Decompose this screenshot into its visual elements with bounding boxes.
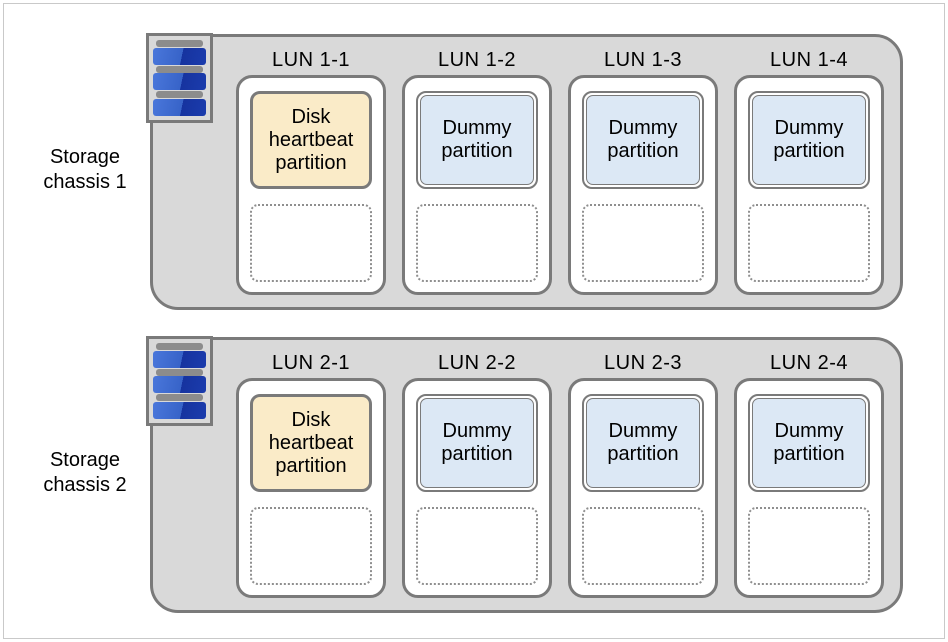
lun-1-2: LUN 1-2 Dummy partition bbox=[402, 49, 552, 295]
disk-tray-divider bbox=[156, 394, 203, 402]
dummy-partition: Dummy partition bbox=[582, 394, 704, 492]
lun-2-1: LUN 2-1 Disk heartbeat partition bbox=[236, 352, 386, 598]
partition-label: Dummy partition bbox=[420, 398, 534, 488]
disk-tray-divider bbox=[156, 40, 203, 47]
disk-drive-bar bbox=[153, 73, 206, 91]
partition-label: Dummy partition bbox=[586, 95, 700, 185]
dummy-partition: Dummy partition bbox=[416, 394, 538, 492]
lun-1-2-title: LUN 1-2 bbox=[438, 49, 516, 71]
dummy-partition: Dummy partition bbox=[416, 91, 538, 189]
lun-1-3-title: LUN 1-3 bbox=[604, 49, 682, 71]
storage-chassis-1: LUN 1-1 Disk heartbeat partition LUN 1-2… bbox=[150, 34, 903, 310]
lun-2-2: LUN 2-2 Dummy partition bbox=[402, 352, 552, 598]
disk-tray-divider bbox=[156, 343, 203, 350]
disk-tray-divider bbox=[156, 65, 203, 73]
dummy-partition: Dummy partition bbox=[748, 394, 870, 492]
disk-drive-bar bbox=[153, 401, 206, 419]
partition-label: Dummy partition bbox=[586, 398, 700, 488]
empty-partition-slot bbox=[250, 507, 372, 585]
partition-label: Disk heartbeat partition bbox=[268, 105, 354, 174]
dummy-partition: Dummy partition bbox=[582, 91, 704, 189]
empty-partition-slot bbox=[416, 204, 538, 282]
disk-array-icon bbox=[146, 336, 213, 426]
empty-partition-slot bbox=[748, 204, 870, 282]
lun-2-4-box: Dummy partition bbox=[734, 378, 884, 598]
empty-partition-slot bbox=[250, 204, 372, 282]
disk-array-icon bbox=[146, 33, 213, 123]
partition-label: Disk heartbeat partition bbox=[268, 408, 354, 477]
lun-1-1: LUN 1-1 Disk heartbeat partition bbox=[236, 49, 386, 295]
empty-partition-slot bbox=[416, 507, 538, 585]
empty-partition-slot bbox=[582, 204, 704, 282]
lun-2-2-title: LUN 2-2 bbox=[438, 352, 516, 374]
lun-2-4: LUN 2-4 Dummy partition bbox=[734, 352, 884, 598]
disk-drive-bar bbox=[153, 47, 206, 65]
disk-drive-bar bbox=[153, 376, 206, 394]
lun-2-1-title: LUN 2-1 bbox=[272, 352, 350, 374]
lun-2-3: LUN 2-3 Dummy partition bbox=[568, 352, 718, 598]
lun-1-3: LUN 1-3 Dummy partition bbox=[568, 49, 718, 295]
lun-1-4: LUN 1-4 Dummy partition bbox=[734, 49, 884, 295]
empty-partition-slot bbox=[582, 507, 704, 585]
partition-label: Dummy partition bbox=[752, 95, 866, 185]
disk-drive-bar bbox=[153, 98, 206, 116]
lun-1-4-title: LUN 1-4 bbox=[770, 49, 848, 71]
disk-tray-divider bbox=[156, 368, 203, 376]
dummy-partition: Dummy partition bbox=[748, 91, 870, 189]
empty-partition-slot bbox=[748, 507, 870, 585]
partition-label: Dummy partition bbox=[420, 95, 534, 185]
lun-1-1-title: LUN 1-1 bbox=[272, 49, 350, 71]
lun-1-4-box: Dummy partition bbox=[734, 75, 884, 295]
chassis-2-label: Storage chassis 2 bbox=[43, 449, 127, 496]
disk-heartbeat-partition: Disk heartbeat partition bbox=[250, 91, 372, 189]
lun-2-3-title: LUN 2-3 bbox=[604, 352, 682, 374]
disk-drive-bar bbox=[153, 350, 206, 368]
lun-2-2-box: Dummy partition bbox=[402, 378, 552, 598]
partition-label: Dummy partition bbox=[752, 398, 866, 488]
lun-2-3-box: Dummy partition bbox=[568, 378, 718, 598]
lun-2-4-title: LUN 2-4 bbox=[770, 352, 848, 374]
lun-2-1-box: Disk heartbeat partition bbox=[236, 378, 386, 598]
chassis-1-label: Storage chassis 1 bbox=[43, 146, 127, 193]
lun-1-2-box: Dummy partition bbox=[402, 75, 552, 295]
disk-tray-divider bbox=[156, 91, 203, 99]
storage-chassis-2: LUN 2-1 Disk heartbeat partition LUN 2-2… bbox=[150, 337, 903, 613]
disk-heartbeat-partition: Disk heartbeat partition bbox=[250, 394, 372, 492]
lun-1-3-box: Dummy partition bbox=[568, 75, 718, 295]
lun-1-1-box: Disk heartbeat partition bbox=[236, 75, 386, 295]
